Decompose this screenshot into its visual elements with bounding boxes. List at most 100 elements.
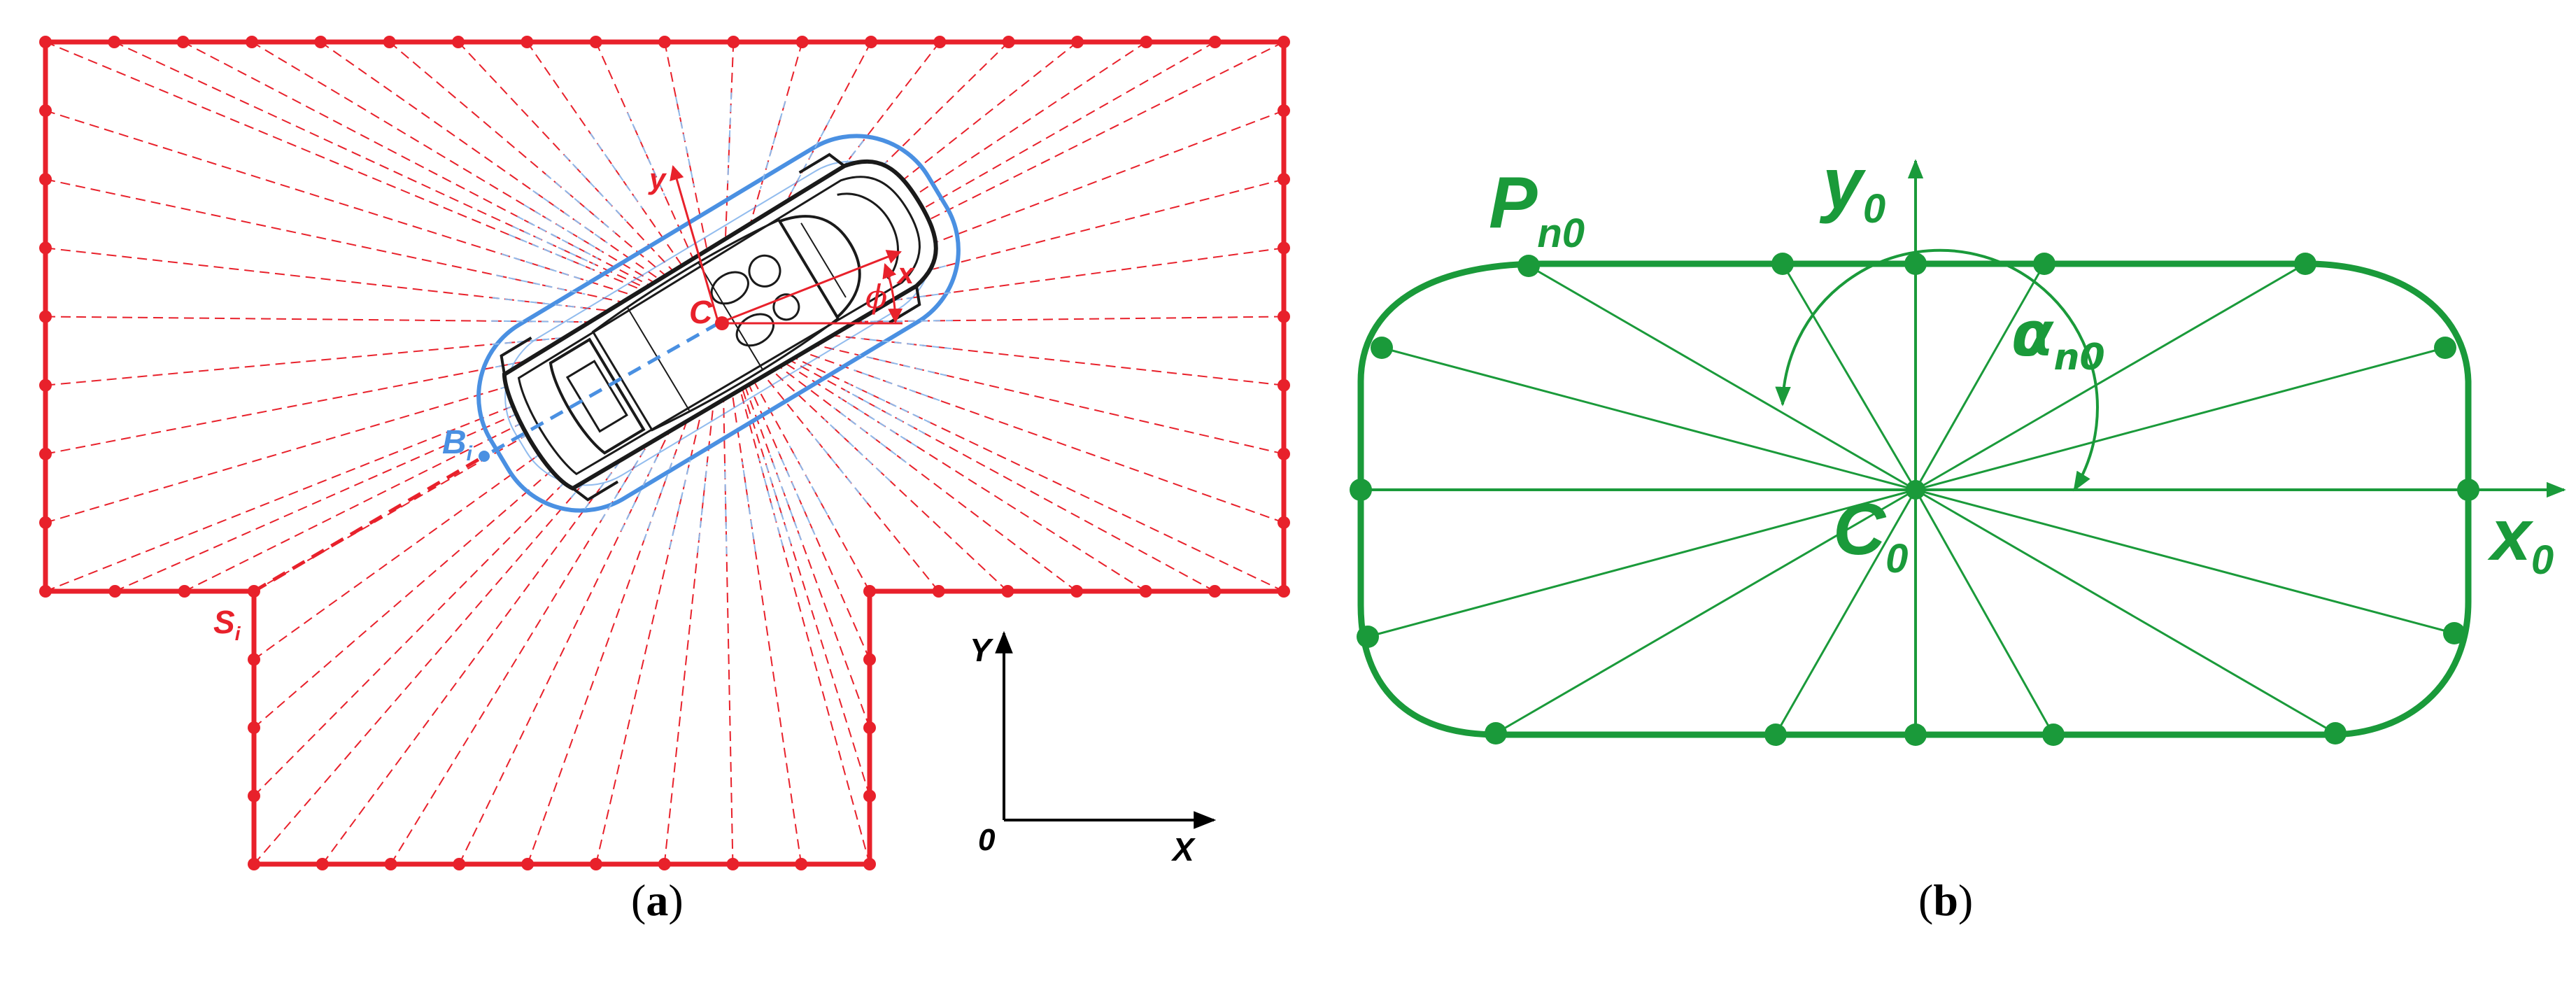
caption-b-close: ) [1958, 875, 1974, 925]
radial-ray [721, 323, 1215, 592]
radial-ray [183, 41, 723, 324]
boundary-node [1278, 516, 1290, 529]
radial-ray [721, 323, 734, 865]
boundary-node [521, 36, 534, 48]
boundary-node [863, 789, 876, 803]
label-phi: ϕ [865, 278, 887, 316]
contour-node [1371, 337, 1393, 359]
radial-ray [721, 41, 1216, 324]
contour-node [1904, 253, 1927, 275]
boundary-node [1278, 241, 1290, 255]
label-x0: x0 [2487, 495, 2554, 583]
radial-ray [45, 323, 723, 386]
envelope-ray [777, 451, 816, 535]
car-centerline [483, 321, 720, 458]
envelope-ray [508, 234, 593, 271]
label-bi: Bi [442, 424, 473, 465]
boundary-node [39, 310, 52, 323]
contour-node [2042, 724, 2065, 746]
envelope-ray [848, 383, 931, 423]
envelope-ray [545, 174, 616, 234]
boundary-node [589, 36, 602, 48]
envelope-ray [769, 454, 802, 541]
envelope-ray [600, 442, 650, 521]
radial-ray [45, 178, 723, 324]
radial-ray [45, 110, 723, 324]
green-ray [1914, 489, 2055, 735]
radial-ray [113, 41, 723, 324]
caption-a-letter: a [646, 875, 669, 925]
contour-node [2033, 253, 2055, 275]
envelope-ray [590, 133, 643, 209]
envelope-ray [675, 97, 695, 187]
boundary-node [933, 36, 947, 48]
boundary-node [863, 653, 876, 666]
envelope-ray [697, 462, 708, 553]
green-ray [1915, 262, 2306, 491]
envelope-ray [563, 154, 627, 222]
radial-ray [721, 323, 1285, 592]
car-envelope-outer [476, 134, 961, 513]
green-ray [1381, 346, 1916, 491]
boundary-node [1208, 585, 1222, 598]
panel-b: Pn0 y0 x0 C0 αn0 [1350, 143, 2566, 746]
boundary-node [1070, 585, 1083, 598]
boundary-node [863, 858, 876, 870]
boundary-node [39, 447, 52, 460]
boundary-node [727, 36, 740, 48]
envelope-ray [759, 101, 786, 189]
boundary-node [1278, 36, 1290, 48]
boundary-node [1140, 36, 1153, 48]
label-y0: y0 [1819, 143, 1885, 232]
boundary-node [108, 585, 122, 598]
contour-node [1771, 253, 1794, 275]
green-ray [1528, 264, 1916, 491]
envelope-ray [501, 253, 589, 282]
boundary-node [39, 585, 52, 598]
boundary-node [39, 241, 52, 255]
radial-ray [721, 41, 803, 324]
boundary-node [248, 858, 260, 870]
boundary-node [863, 721, 876, 734]
green-ray [1915, 346, 2446, 491]
boundary-node [1208, 36, 1222, 48]
label-c: C [689, 294, 713, 330]
label-alpha-n0: αn0 [2011, 298, 2105, 379]
envelope-ray [840, 397, 918, 448]
radial-ray [721, 323, 1285, 523]
boundary-node [39, 379, 52, 392]
radial-ray [721, 247, 1285, 324]
envelope-ray [823, 418, 891, 482]
boundary-node [1001, 585, 1014, 598]
boundary-node [248, 721, 260, 734]
caption-a-close: ) [668, 875, 684, 925]
boundary-node [1071, 36, 1084, 48]
envelope-ray [491, 320, 583, 323]
envelope-ray [727, 92, 733, 184]
contour-node [1764, 724, 1787, 746]
boundary-node [589, 858, 602, 870]
boundary-node [39, 36, 52, 48]
car-center-point [715, 316, 729, 330]
envelope-ray [788, 445, 835, 526]
radial-ray [663, 323, 723, 865]
boundary-node [863, 585, 876, 598]
contour-node [2457, 479, 2479, 501]
radial-ray [721, 323, 802, 865]
radial-ray [114, 323, 723, 592]
boundary-node [1278, 585, 1290, 598]
boundary-node [39, 173, 52, 186]
boundary-node [39, 104, 52, 118]
caption-b: (b) [1918, 875, 1973, 926]
boundary-node [248, 653, 260, 666]
envelope-ray [809, 431, 868, 504]
boundary-node [658, 858, 671, 870]
contour-node [2443, 622, 2465, 644]
global-axes [995, 630, 1217, 829]
radial-ray [721, 323, 1147, 592]
label-c0: C0 [1833, 489, 1908, 581]
green-ray [1774, 489, 1917, 735]
axis-origin-label: 0 [978, 823, 996, 857]
green-ray [1781, 263, 1917, 490]
label-x-local: x [896, 257, 915, 290]
